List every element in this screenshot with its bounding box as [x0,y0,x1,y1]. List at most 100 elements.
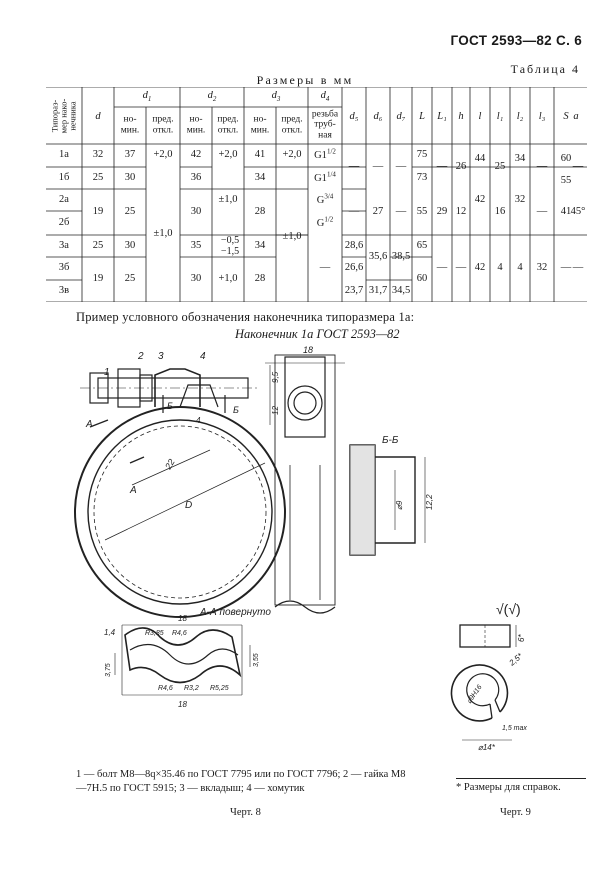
page-header: ГОСТ 2593—82 С. 6 [450,33,582,48]
cell-L1: 29 [436,205,448,217]
cell-L: 73 [416,171,428,183]
dim-2-5: 2,5* [507,651,525,668]
cell-d1-nom: 25 [124,272,136,284]
callout-3: 3 [158,351,164,362]
callout-4: 4 [200,351,206,362]
dim-R4-6-b: R4,6 [158,685,173,692]
row-label: 1а [59,148,69,160]
table-units: Размеры в мм [256,73,354,87]
header-l2: l₂ [516,110,524,122]
figure-8-drawing: 1 2 3 4 18 9,5 12 22 D А А Б Б Б-Б ⌀9 12… [74,345,434,709]
cell-l3: 32 [536,261,548,273]
callout-1: 1 [104,367,110,378]
dim-R5-25: R5,25 [210,685,229,692]
view-a-label: А [85,419,93,430]
callout-2: 2 [137,351,144,362]
row-label: 2а [59,193,69,205]
cell-d2-nom: 30 [190,272,202,284]
cell-L: 60 [416,272,428,284]
figure-9-drawing: √(√) 6* 2,5* ⌀9Н16 1,5 max ⌀14* [450,601,527,752]
table-grid [46,87,587,302]
dim-d14: ⌀14* [478,743,496,752]
cell-d2-dev: +2,0 [218,148,238,160]
cell-d2-nom: 42 [190,148,202,160]
header-d3: d3 [271,89,281,104]
figure-8-title: Черт. 8 [230,807,261,818]
view-a-label-2: А [129,485,137,496]
figure-9-note: * Размеры для справок. [456,778,586,795]
view-b-label-2: Б [233,405,239,415]
header-d5: d₅ [349,110,359,122]
cell-d2-dev: +1,0 [218,272,238,284]
cell-L1: — [436,261,448,273]
header-d3-pred: пред. откл. [281,114,303,136]
cell-l2: 34 [514,152,526,164]
cell-l1: 25 [494,160,506,172]
header-d4: d4 [320,89,330,104]
cell-d2-dev: −0,5 [220,235,240,246]
header-d: d [95,110,101,122]
header-l1: l₁ [496,110,504,122]
cell-a: — [572,160,584,172]
header-d7: d₇ [396,110,406,122]
table-number: Таблица 4 [510,62,580,76]
cell-d4: G1/2 [316,215,334,229]
cell-d1-nom: 37 [124,148,136,160]
cell-L1: — [436,160,448,172]
cell-d3-dev: ±1,0 [282,230,302,242]
cell-d5: 26,6 [344,261,364,273]
dim-9-5: 9,5 [271,371,280,383]
cell-L: 65 [416,239,428,251]
row-label: 2б [58,216,70,228]
view-b-label: Б [167,401,173,411]
cell-l2: 4 [517,261,523,273]
cell-d6: — [372,160,384,172]
dim-D: D [185,500,192,511]
roughness-symbol: √(√) [496,601,521,617]
dim-d9: ⌀9 [395,500,404,510]
row-label: 3в [58,284,70,296]
example-line: Пример условного обозначения наконечника… [76,310,415,324]
cell-l2: 32 [514,193,526,205]
cell-d5: 28,6 [344,239,364,251]
cell-d: 25 [92,239,104,251]
cell-d4: — [319,261,331,273]
cell-d2-nom: 30 [190,205,202,217]
dim-22: 22 [163,457,177,472]
cell-l: 42 [474,193,486,205]
header-d2-pred: пред. откл. [217,114,239,136]
cell-a: — [572,261,584,273]
header-d6: d₆ [373,110,383,122]
cell-l3: — [536,205,548,217]
cell-d3-nom: 34 [254,239,266,251]
dim-3-75: 3,75 [105,663,112,677]
dim-18-top: 18 [303,345,313,355]
cell-d: 19 [92,272,104,284]
cell-l: 44 [474,152,486,164]
cell-h: — [455,261,467,273]
cell-l1: 4 [497,261,503,273]
cell-d3-nom: 28 [254,272,266,284]
cell-a: 45° [570,205,586,217]
cell-d6: 35,6 [368,250,388,262]
cell-d1-dev: +2,0 [153,148,173,160]
header-l: l [478,110,482,122]
dim-12-2: 12,2 [425,494,434,510]
header-d1-nom: но- мин. [120,114,140,136]
cell-d3-nom: 34 [254,171,266,183]
dim-18-aa: 18 [178,614,187,623]
section-bb-title: Б-Б [382,435,399,446]
cell-d5: — [348,160,360,172]
cell-S: — [560,261,572,273]
dimensions-table: Типораз- мер нако- нечника d d1 d2 d3 d4… [46,87,587,302]
dim-3-55: 3,55 [253,653,260,667]
figure-8-caption: 1 — болт М8—8q×35.46 по ГОСТ 7795 или по… [76,769,406,795]
cell-d1-dev: ±1,0 [153,227,173,239]
dim-d9h16: ⌀9Н16 [466,684,484,705]
row-label: 3а [59,239,69,251]
cell-d6: 31,7 [368,284,388,296]
header-L: L [419,110,425,122]
cell-d4: G11/2 [314,147,336,161]
header-d1: d1 [142,89,152,104]
dim-R3-2: R3,2 [184,685,199,692]
